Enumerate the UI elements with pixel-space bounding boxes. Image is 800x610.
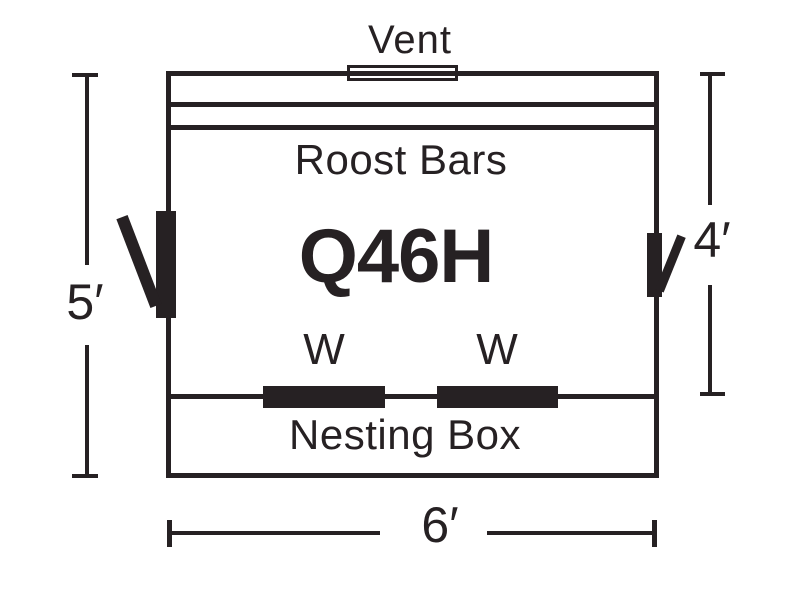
- upper-band-line: [166, 102, 659, 107]
- width-value: 6′: [421, 497, 459, 553]
- left-door-panel: [156, 211, 176, 318]
- bottom-wall: [166, 473, 659, 478]
- model-label: Q46H: [298, 214, 495, 299]
- dimension-cap-bottom: [72, 474, 98, 478]
- dimension-cap-right: [652, 520, 657, 547]
- nesting-box-label: Nesting Box: [289, 411, 521, 458]
- window-left-label: W: [303, 325, 345, 374]
- lower-band-line: [166, 125, 659, 130]
- nesting-box-divider: [169, 394, 657, 399]
- top-wall: [166, 71, 659, 76]
- dimension-line-upper: [85, 73, 89, 265]
- right-height-value: 4′: [693, 212, 731, 268]
- left-height-value: 5′: [66, 274, 104, 330]
- vent-label: Vent: [367, 18, 453, 62]
- roost-bars-label: Roost Bars: [294, 136, 508, 183]
- dimension-cap-top: [700, 72, 725, 76]
- window-left-symbol: [263, 386, 385, 408]
- dimension-line-lower: [708, 285, 712, 394]
- window-right-label: W: [476, 325, 518, 374]
- dimension-line-left: [172, 531, 380, 535]
- vent-symbol: [347, 65, 458, 81]
- left-door-swing-line: [116, 215, 162, 308]
- window-right-symbol: [437, 386, 558, 408]
- dimension-line-right: [487, 531, 653, 535]
- dimension-line-upper: [708, 72, 712, 205]
- dimension-line-lower: [85, 345, 89, 476]
- dimension-cap-left: [167, 520, 172, 547]
- dimension-cap-bottom: [700, 392, 725, 396]
